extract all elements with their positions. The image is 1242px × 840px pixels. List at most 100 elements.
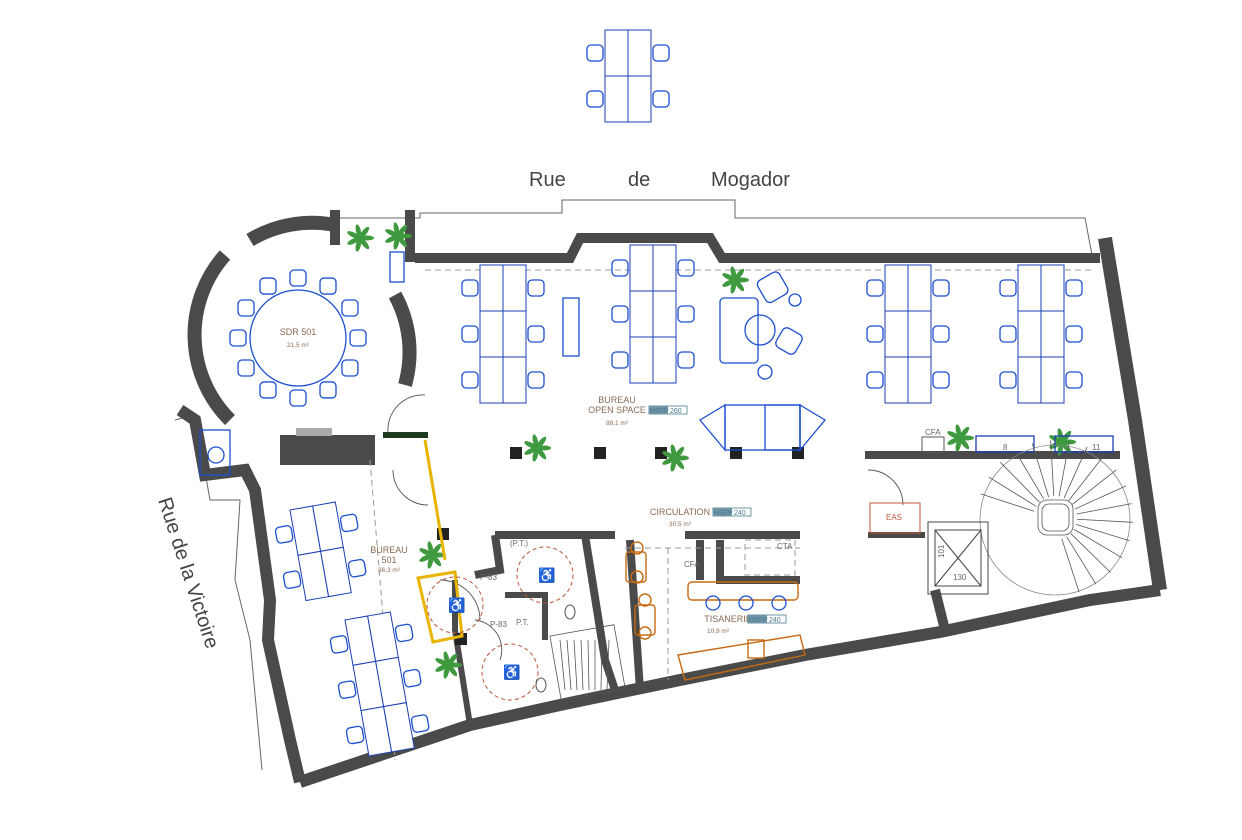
desk-cluster [866, 264, 950, 404]
desk [502, 264, 527, 312]
chair-icon [339, 513, 359, 533]
spiral-staircase [979, 440, 1133, 596]
plant-icon [347, 224, 374, 252]
chair-icon [341, 359, 359, 377]
desk [907, 310, 932, 358]
chair-icon [677, 351, 695, 369]
desk [884, 356, 909, 404]
doors [387, 394, 904, 661]
chair-icon [527, 279, 545, 297]
desk [652, 244, 677, 292]
chair-icon [932, 371, 950, 389]
cabinet-number-a: 8 [1003, 443, 1008, 452]
cta-label: CTA [777, 542, 793, 551]
svg-text:HSFP: HSFP [749, 617, 768, 624]
street-label-rue: Rue [529, 169, 566, 191]
chair-icon [932, 279, 950, 297]
desk [1040, 264, 1065, 312]
desk [604, 29, 629, 77]
chair-icon [319, 381, 337, 399]
hsfp-tag-tisanerie: HSFP 240 [747, 614, 787, 624]
chair-icon [586, 90, 604, 108]
chair-icon [652, 90, 670, 108]
chair-icon [282, 570, 302, 589]
street-label-mogador: Mogador [711, 169, 790, 191]
desk [652, 290, 677, 338]
svg-text:260: 260 [670, 408, 682, 415]
svg-text:HSFP: HSFP [650, 408, 669, 415]
meeting-table [229, 269, 367, 407]
room-area-open-space: 88,1 m² [606, 420, 629, 427]
chair-icon [611, 305, 629, 323]
pillar [594, 447, 606, 459]
chair-icon [866, 325, 884, 343]
chair-icon [866, 371, 884, 389]
eas-label: EAS [886, 513, 902, 522]
glass-partition [423, 439, 447, 561]
chair-icon [1065, 371, 1083, 389]
accessibility-circles: ♿ ♿ ♿ [426, 546, 576, 701]
chair-icon [274, 525, 294, 544]
plant-icon [722, 266, 749, 294]
chair-icon [347, 558, 367, 578]
desk [652, 336, 677, 384]
chair-icon [259, 381, 277, 399]
desk [1017, 356, 1042, 404]
desk [884, 310, 909, 358]
wheelchair-icon: ♿ [503, 664, 520, 681]
desk [604, 75, 629, 123]
chair-icon [410, 714, 430, 733]
cabinet-number-b: 11 [1092, 443, 1101, 452]
pillar [730, 447, 742, 459]
plants [347, 222, 1076, 679]
chair-icon [461, 279, 479, 297]
chair-icon [611, 259, 629, 277]
elevator [927, 521, 989, 595]
chair-icon [527, 325, 545, 343]
room-name-open-space-line1: BUREAU [598, 395, 636, 405]
kitchen-furniture [625, 541, 806, 681]
desk [627, 75, 652, 123]
desk [383, 702, 415, 753]
chair-icon [652, 44, 670, 62]
chair-icon [1065, 325, 1083, 343]
door-label-p83-b: P-83 [490, 620, 507, 629]
desk [502, 356, 527, 404]
chair-icon [611, 351, 629, 369]
desk [629, 244, 654, 292]
hsfp-tag-open-space: HSFP 260 [648, 405, 688, 415]
wheelchair-icon: ♿ [538, 567, 555, 584]
svg-text:240: 240 [734, 510, 746, 517]
desk [1017, 264, 1042, 312]
chair-icon [527, 371, 545, 389]
chair-icon [259, 277, 277, 295]
chair-icon [341, 299, 359, 317]
chair-icon [237, 299, 255, 317]
chair-icon [349, 329, 367, 347]
desk-cluster [461, 264, 545, 404]
plant-icon [524, 434, 551, 462]
cfa-label-a: CFA [684, 560, 700, 569]
room-area-circulation: 30,5 m² [669, 521, 692, 528]
room-name-bureau-501-line1: BUREAU [370, 545, 408, 555]
chair-icon [932, 325, 950, 343]
dashed-guides [369, 269, 1095, 761]
restroom-partition [416, 570, 464, 644]
pillar [510, 447, 522, 459]
chair-icon [289, 389, 307, 407]
room-area-bureau-501: 36,3 m² [378, 567, 401, 574]
desk [1040, 356, 1065, 404]
desk [479, 264, 504, 312]
chair-icon [329, 635, 349, 654]
chair-icon [677, 305, 695, 323]
door-frame [383, 432, 428, 438]
room-name-sdr: SDR 501 [280, 327, 317, 337]
chair-icon [999, 279, 1017, 297]
chair-icon [394, 623, 414, 643]
desk-cluster [611, 244, 695, 384]
room-name-circulation: CIRCULATION [650, 507, 710, 517]
desk-cluster [329, 611, 430, 757]
desk-cluster [586, 29, 670, 123]
cfa-cabinet [921, 436, 945, 454]
chair-icon [229, 329, 247, 347]
